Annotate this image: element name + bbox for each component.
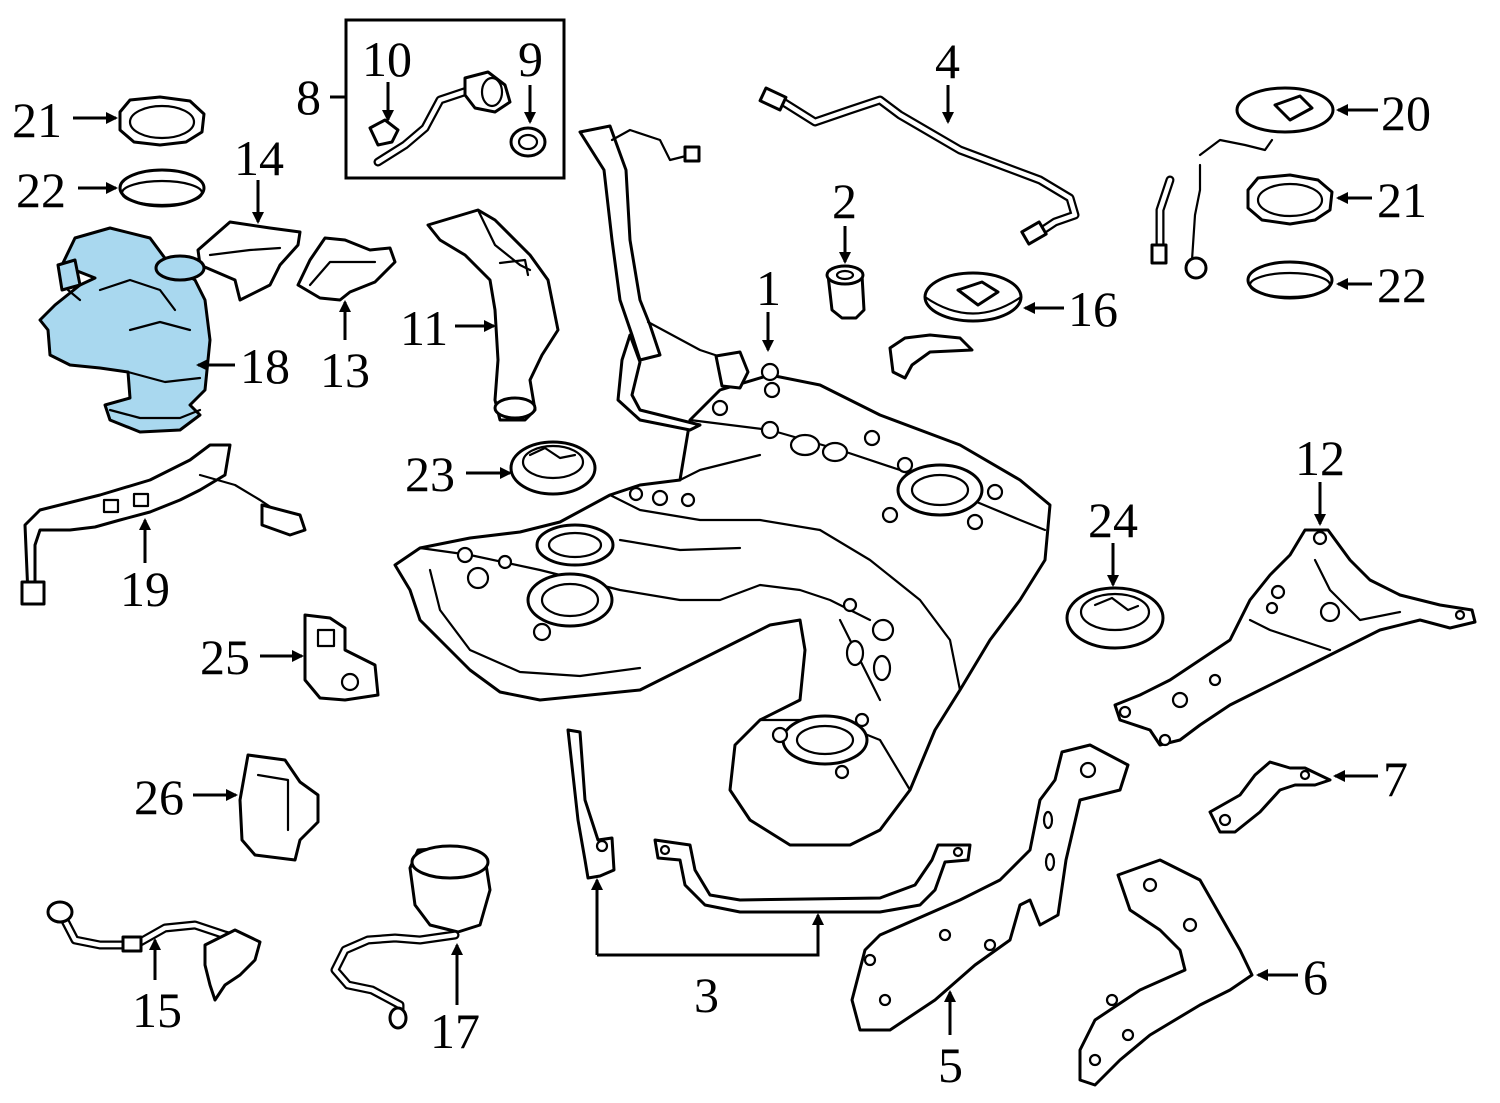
callout-2: 2 — [832, 173, 857, 229]
tank-straps — [566, 728, 972, 914]
leader-lines — [73, 82, 1378, 1035]
callout-22-right: 22 — [1377, 257, 1427, 313]
harness-19 — [20, 443, 307, 606]
bracket-part-5 — [850, 743, 1130, 1032]
fuel-filter-17 — [330, 844, 492, 1030]
callout-5: 5 — [938, 1037, 963, 1093]
callout-10: 10 — [362, 31, 412, 87]
heat-shield-12 — [1113, 528, 1477, 747]
bracket-26 — [238, 753, 320, 862]
callout-12: 12 — [1295, 430, 1345, 486]
ring-22-left — [118, 168, 206, 208]
fuel-pump-18-highlighted — [38, 226, 212, 434]
callout-4: 4 — [935, 33, 960, 89]
shield-13 — [296, 236, 397, 302]
heat-shield-11 — [426, 208, 560, 422]
fuel-tank — [393, 124, 1052, 847]
callout-13: 13 — [320, 342, 370, 398]
bracket-part-6 — [1078, 858, 1254, 1087]
vent-valve-kit — [344, 18, 566, 180]
callout-11: 11 — [400, 300, 448, 356]
callout-20: 20 — [1381, 85, 1431, 141]
ring-22-right — [1246, 260, 1334, 300]
callout-8: 8 — [296, 69, 321, 125]
callout-3: 3 — [694, 967, 719, 1023]
callout-6: 6 — [1303, 949, 1328, 1005]
callout-14: 14 — [234, 130, 284, 186]
callout-17: 17 — [430, 1003, 480, 1059]
callout-25: 25 — [200, 629, 250, 685]
callout-18: 18 — [240, 338, 290, 394]
callout-1: 1 — [756, 260, 781, 316]
ring-21-left — [118, 95, 206, 147]
callout-26: 26 — [134, 769, 184, 825]
callout-16: 16 — [1068, 281, 1118, 337]
sensor-wire — [758, 86, 1080, 246]
callout-21-left: 21 — [12, 92, 62, 148]
callout-15: 15 — [132, 982, 182, 1038]
callout-9: 9 — [518, 31, 543, 87]
bushing-part — [825, 264, 866, 320]
callout-7: 7 — [1383, 751, 1408, 807]
kit-box — [344, 18, 566, 180]
callout-21-right: 21 — [1377, 172, 1427, 228]
level-sender-16 — [888, 271, 1023, 380]
lock-ring-24 — [1065, 586, 1165, 650]
sender-20 — [1150, 86, 1335, 280]
harness-15 — [46, 900, 262, 1002]
ring-21-right — [1246, 173, 1334, 226]
callout-19: 19 — [120, 561, 170, 617]
callout-23: 23 — [405, 446, 455, 502]
bracket-25 — [303, 613, 380, 702]
bracket-part-7 — [1208, 760, 1332, 834]
lock-ring-23 — [509, 440, 597, 496]
callout-22-left: 22 — [16, 162, 66, 218]
shield-14 — [196, 220, 302, 302]
callout-24: 24 — [1088, 492, 1138, 548]
callout-numbers: 1 2 3 4 5 6 7 8 9 10 11 12 13 14 15 16 1… — [12, 31, 1431, 1093]
